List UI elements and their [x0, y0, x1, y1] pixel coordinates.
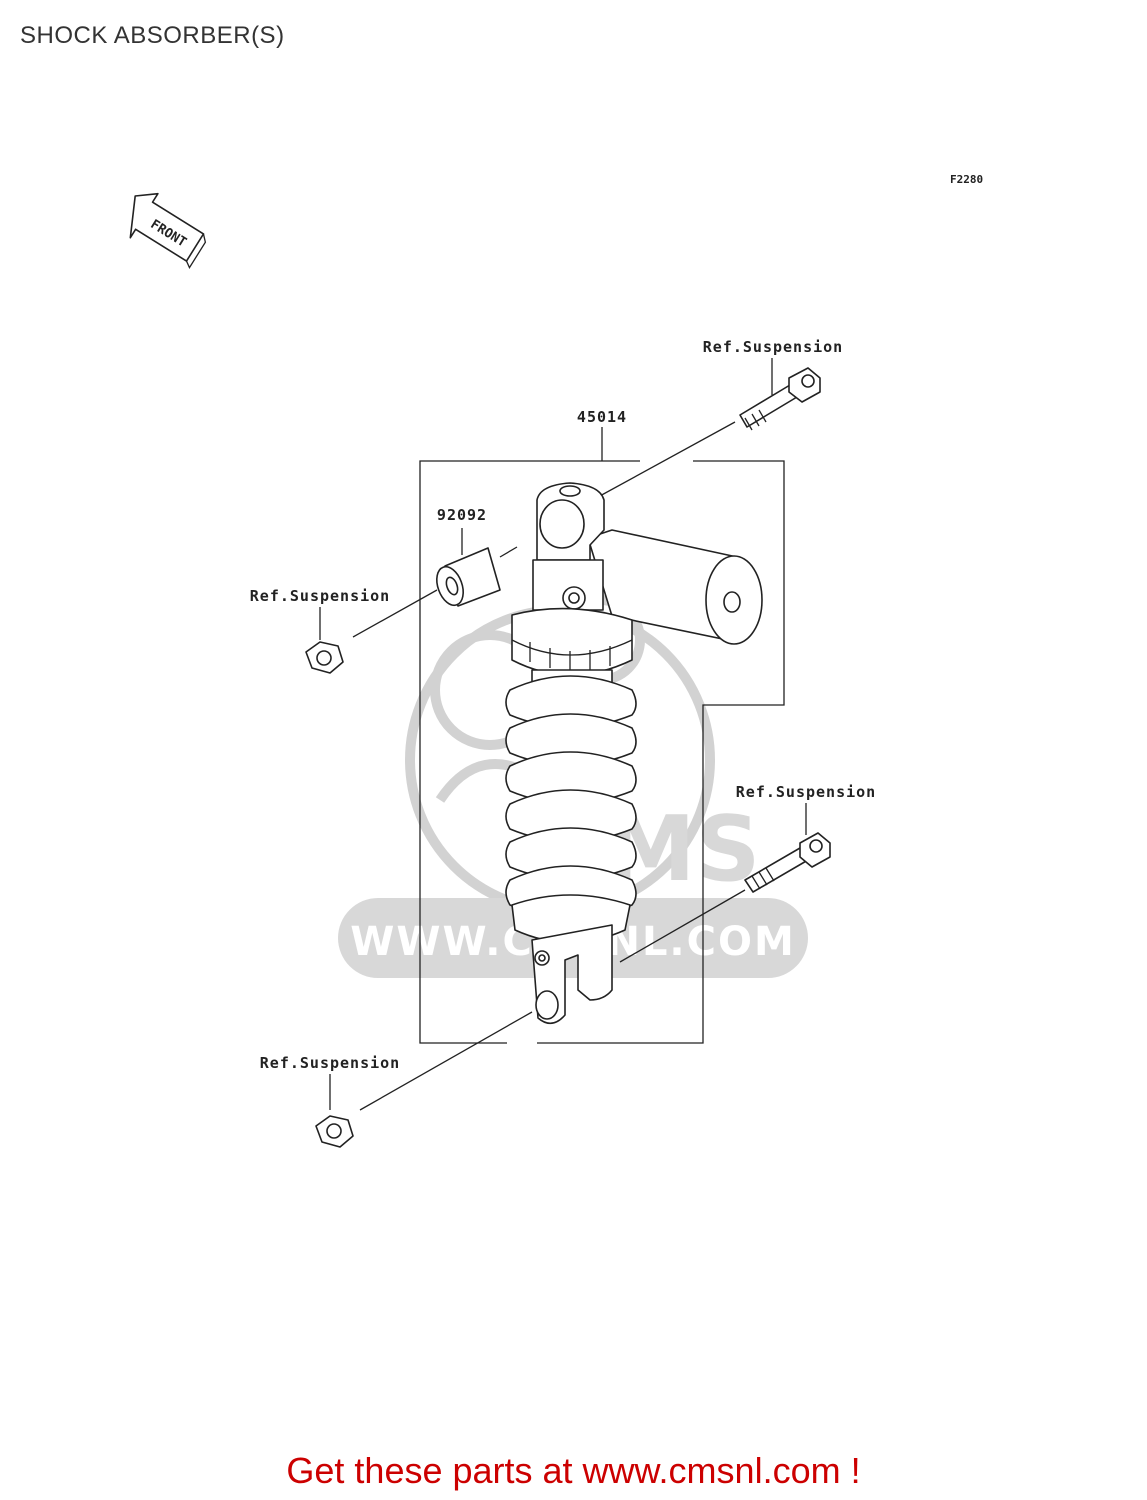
bottom-nut — [315, 1011, 533, 1148]
diagram-code: F2280 — [950, 173, 983, 186]
shock-absorber — [505, 482, 763, 1025]
top-nut — [305, 589, 438, 674]
part-number-92092: 92092 — [437, 506, 487, 524]
collar-92092 — [436, 546, 518, 607]
top-bolt — [597, 367, 821, 498]
assembly-bracket — [419, 460, 785, 1044]
ref-suspension-label-left: Ref.Suspension — [250, 587, 390, 605]
bottom-bolt — [619, 832, 831, 963]
footer-link[interactable]: Get these parts at www.cmsnl.com ! — [286, 1450, 861, 1491]
page-title: SHOCK ABSORBER(S) — [20, 22, 285, 49]
ref-suspension-label-bottom: Ref.Suspension — [260, 1054, 400, 1072]
front-arrow-icon: FRONT — [129, 192, 207, 270]
ref-suspension-label-right: Ref.Suspension — [736, 783, 876, 801]
ref-suspension-label-top: Ref.Suspension — [703, 338, 843, 356]
part-number-45014: 45014 — [577, 408, 627, 426]
